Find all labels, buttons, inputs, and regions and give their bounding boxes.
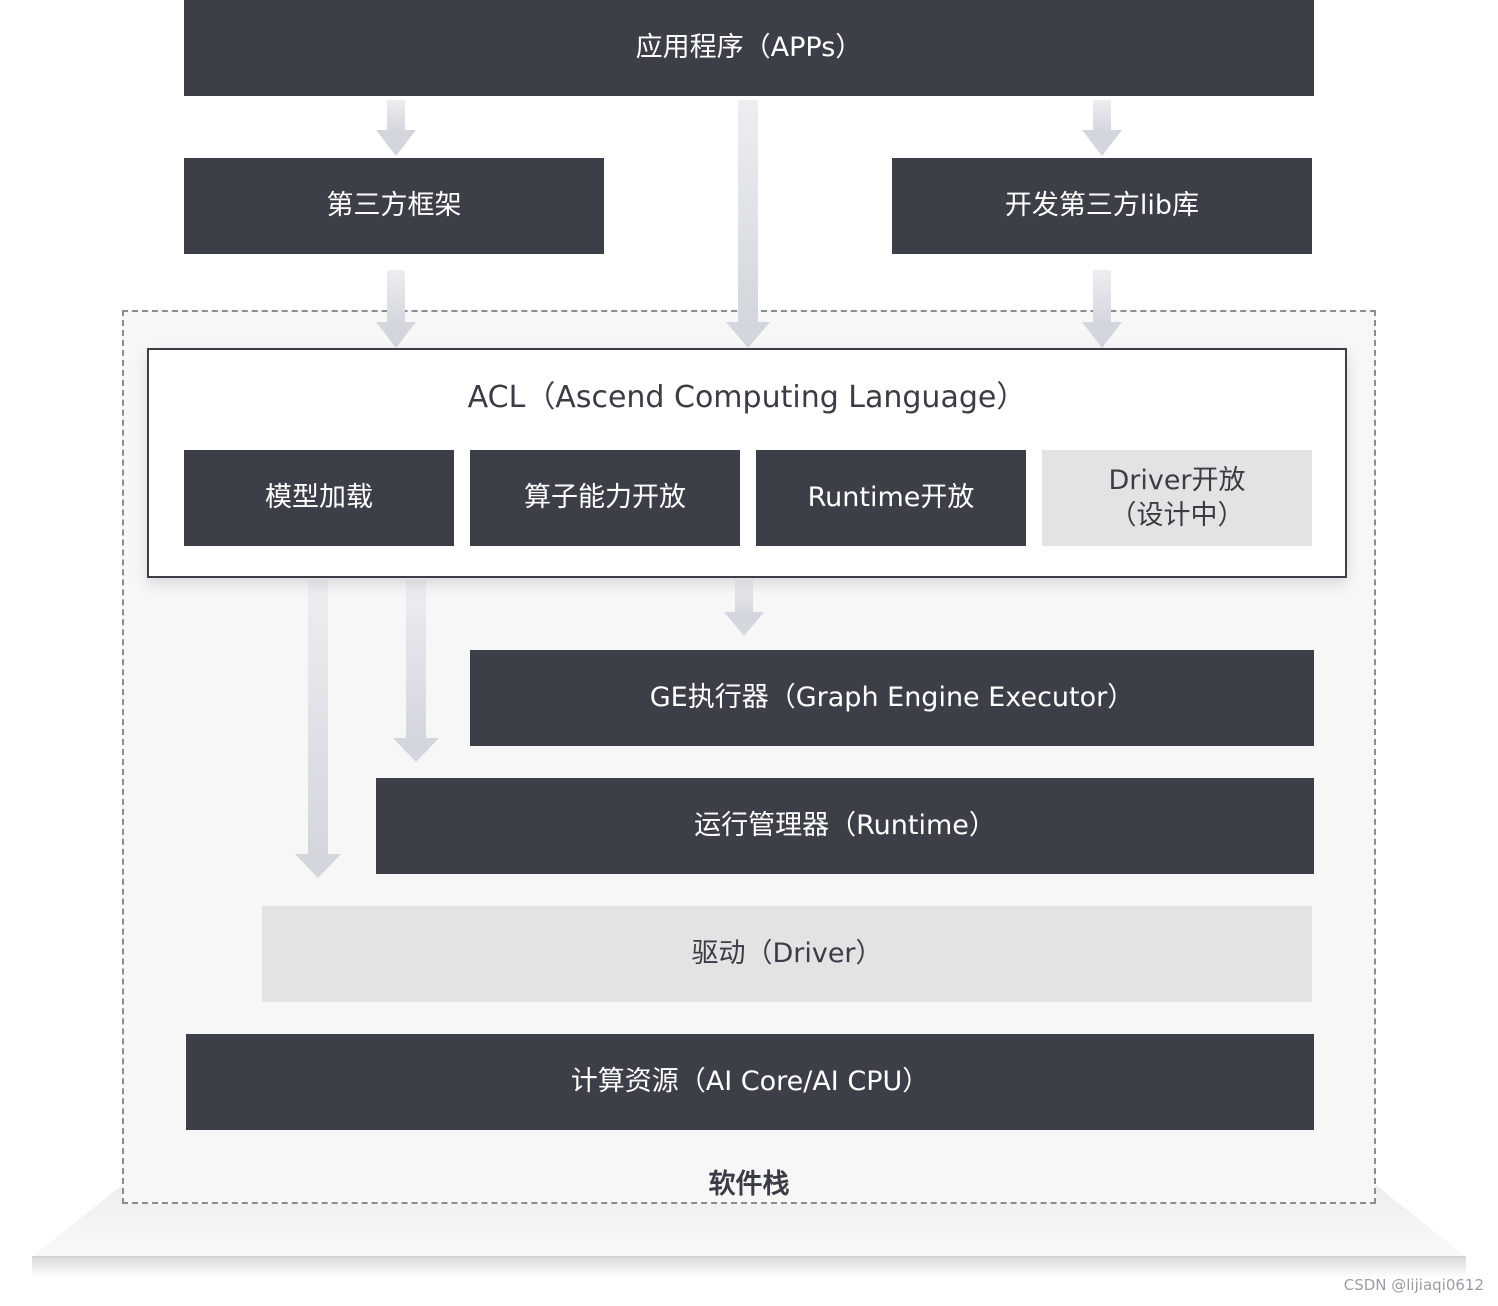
- third-party-framework-label: 第三方框架: [326, 190, 462, 222]
- third-party-lib-label: 开发第三方lib库: [1004, 190, 1200, 222]
- acl-module-label: 模型加载: [265, 482, 373, 514]
- acl-module-label: Driver开放 （设计中）: [1108, 464, 1246, 531]
- driver-label: 驱动（Driver）: [691, 938, 883, 970]
- arrow-apps-to-framework: [376, 100, 416, 156]
- ge-executor-label: GE执行器（Graph Engine Executor）: [649, 682, 1135, 714]
- arrow-apps-to-lib: [1082, 100, 1122, 156]
- acl-module-driver-open: Driver开放 （设计中）: [1042, 450, 1312, 546]
- runtime-layer: 运行管理器（Runtime）: [376, 778, 1314, 874]
- acl-module-label: 算子能力开放: [524, 482, 686, 514]
- acl-module-operator-capability: 算子能力开放: [470, 450, 740, 546]
- acl-module-label: Runtime开放: [807, 482, 975, 514]
- software-stack-label: 软件栈: [708, 1169, 790, 1200]
- acl-title: ACL（Ascend Computing Language）: [467, 380, 1027, 415]
- apps-layer: 应用程序（APPs）: [184, 0, 1314, 96]
- acl-module-model-loading: 模型加载: [184, 450, 454, 546]
- watermark: CSDN @lijiaqi0612: [1343, 1276, 1484, 1294]
- acl-module-runtime-open: Runtime开放: [756, 450, 1026, 546]
- third-party-framework-box: 第三方框架: [184, 158, 604, 254]
- ge-executor-layer: GE执行器（Graph Engine Executor）: [470, 650, 1314, 746]
- driver-layer: 驱动（Driver）: [262, 906, 1312, 1002]
- compute-resource-label: 计算资源（AI Core/AI CPU）: [570, 1066, 930, 1098]
- runtime-label: 运行管理器（Runtime）: [694, 810, 996, 842]
- third-party-lib-box: 开发第三方lib库: [892, 158, 1312, 254]
- compute-resource-layer: 计算资源（AI Core/AI CPU）: [186, 1034, 1314, 1130]
- apps-label: 应用程序（APPs）: [635, 32, 863, 64]
